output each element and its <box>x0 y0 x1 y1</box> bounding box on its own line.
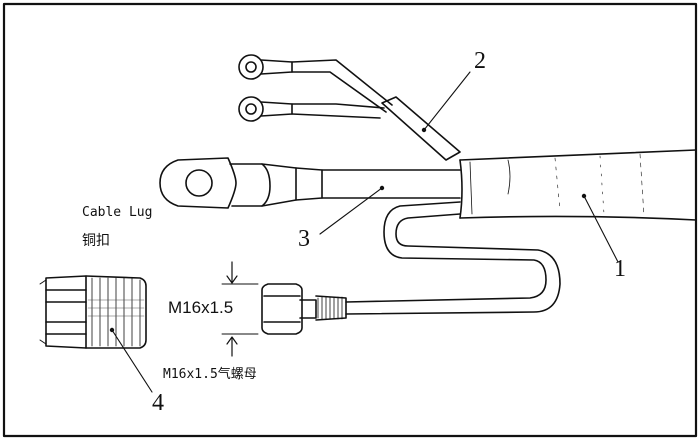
ring-terminal-bottom <box>238 96 385 122</box>
gas-nut-label: M16x1.5气螺母 <box>163 367 257 382</box>
leader-2 <box>423 71 471 131</box>
leader-lines <box>111 71 619 393</box>
tube-fitting <box>261 283 347 335</box>
leader-3 <box>319 187 383 235</box>
cable-lug-chinese-label: 铜扣 <box>82 232 110 248</box>
main-cable <box>459 149 697 221</box>
ring-terminal-top <box>238 54 393 113</box>
callout-3: 3 <box>298 226 310 252</box>
dimension-label: M16x1.5 <box>168 298 234 317</box>
gas-tube <box>345 201 561 315</box>
dimension-marker <box>221 261 259 357</box>
callout-1: 1 <box>614 256 626 282</box>
large-cable-lug <box>159 157 461 209</box>
leader-4 <box>111 329 153 393</box>
leader-1 <box>583 195 619 263</box>
callout-2: 2 <box>474 48 486 74</box>
wire-sleeve <box>381 96 461 161</box>
gas-nut <box>39 275 147 349</box>
cable-lug-label: Cable Lug <box>82 205 153 220</box>
callout-4: 4 <box>152 390 164 416</box>
